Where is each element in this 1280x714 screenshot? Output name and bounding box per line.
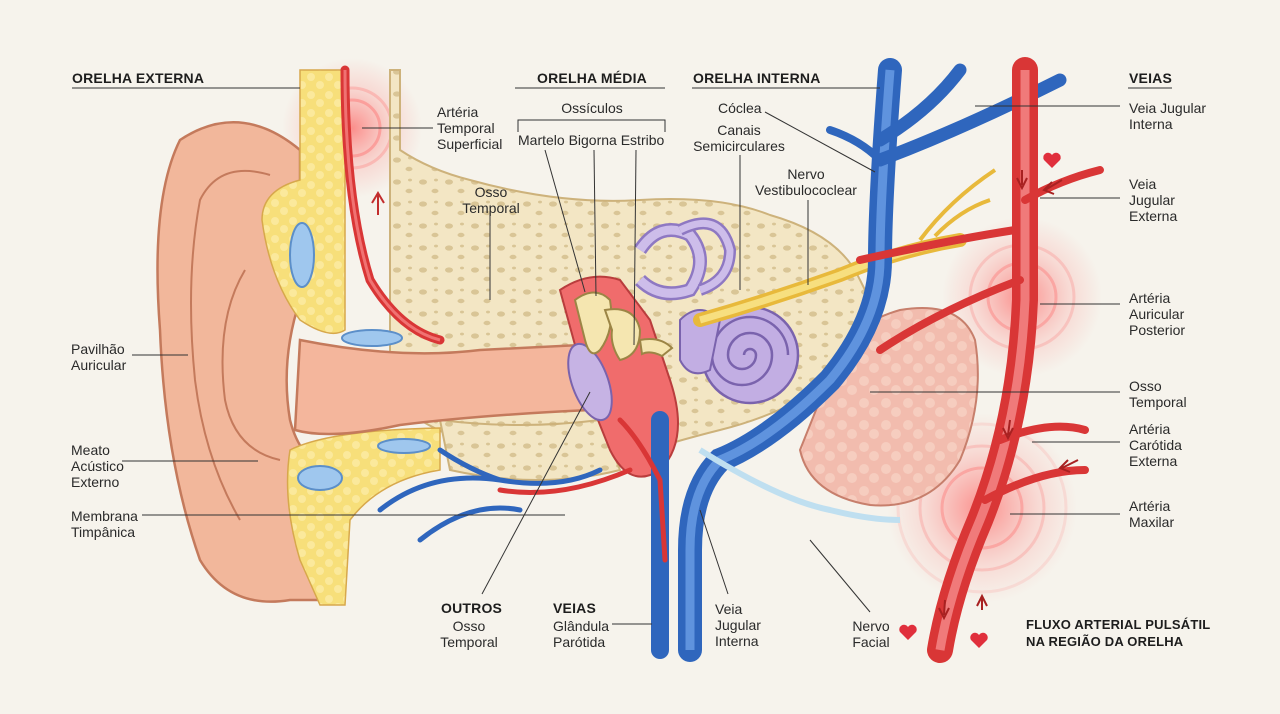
- sup-temporal-artery-highlight: [343, 69, 441, 342]
- label-facial-nerve: Nervo Facial: [852, 618, 890, 650]
- header-inner-ear: ORELHA INTERNA: [693, 70, 821, 86]
- header-others: OUTROS: [441, 600, 503, 616]
- subcutaneous-fat-lower: [286, 427, 441, 606]
- subcutaneous-fat-upper: [261, 69, 346, 335]
- pinna-inner-fold: [190, 169, 271, 521]
- nerve-branches: [918, 168, 997, 242]
- ear-canal: [293, 338, 592, 436]
- concha: [221, 269, 281, 461]
- header-middle-ear: ORELHA MÉDIA: [537, 70, 647, 86]
- tympanic-membrane: [567, 342, 613, 422]
- label-ij-vein-bottom: Veia Jugular Interna: [715, 601, 761, 649]
- flow-arrow-5: [1058, 459, 1079, 473]
- flow-arrow-2: [1002, 419, 1014, 441]
- cartilage-lower-2: [377, 438, 431, 454]
- label-parotid: Glândula Parótida: [553, 618, 610, 650]
- canal-artery: [497, 467, 633, 495]
- heart-icon: [970, 632, 988, 648]
- label-semicircular: Canais Semicirculares: [693, 122, 785, 154]
- stapes: [638, 338, 674, 358]
- label-maxillary: Artéria Maxilar: [1129, 498, 1175, 530]
- inner-ear: [634, 217, 800, 405]
- heart-icon: [899, 624, 917, 640]
- label-sup-temporal-artery: Artéria Temporal Superficial: [437, 104, 503, 152]
- flow-arrow-1: [1016, 170, 1028, 191]
- vein-tributary-left: [826, 126, 884, 164]
- facial-nerve-vessel: [698, 447, 901, 523]
- header-veins-bottom: VEIAS: [553, 600, 597, 616]
- label-ext-jugular: Veia Jugular Externa: [1129, 176, 1178, 224]
- label-eardrum: Membrana Timpânica: [71, 508, 138, 540]
- middle-ear-artery: [617, 417, 668, 563]
- label-ear-canal: Meato Acústico Externo: [71, 442, 124, 490]
- malleus: [573, 291, 613, 355]
- label-ossicle-names: Martelo Bigorna Estribo: [518, 132, 665, 148]
- caption-pulsatile-flow: FLUXO ARTERIAL PULSÁTIL NA REGIÃO DA ORE…: [1026, 617, 1211, 649]
- carotid-branches: [856, 226, 1089, 504]
- heart-icon: [1043, 152, 1061, 168]
- label-temporal-bone-top: Osso Temporal: [462, 184, 520, 216]
- venous-plexus: [377, 447, 603, 543]
- ijv-highlight: [685, 69, 895, 650]
- cartilage-upper: [289, 222, 315, 288]
- label-post-auricular: Artéria Auricular Posterior: [1129, 290, 1186, 338]
- flow-arrow-3: [938, 599, 950, 621]
- cartilage-mid: [341, 329, 403, 347]
- header-veins: VEIAS: [1129, 70, 1173, 86]
- flow-arrow-6: [976, 593, 988, 610]
- label-ext-carotid: Artéria Carótida Externa: [1129, 421, 1182, 469]
- ossicles-bracket: [517, 119, 666, 132]
- incus: [603, 308, 642, 362]
- label-pinna: Pavilhão Auricular: [71, 341, 127, 373]
- label-cochlea: Cóclea: [718, 100, 762, 116]
- label-ossicles: Ossículos: [561, 100, 623, 116]
- cartilage-lower: [297, 465, 343, 491]
- flow-arrow-4: [1042, 179, 1063, 195]
- label-temporal-bone-bottom: Osso Temporal: [440, 618, 498, 650]
- header-external-ear: ORELHA EXTERNA: [72, 70, 205, 86]
- leader-lines: [122, 105, 1120, 625]
- flow-arrow-up: [371, 191, 385, 215]
- label-ij-vein-right: Veia Jugular Interna: [1129, 100, 1207, 132]
- label-temporal-bone-right: Osso Temporal: [1129, 378, 1187, 410]
- label-vestibulocochlear: Nervo Vestibulococlear: [755, 166, 857, 198]
- carotid-branch-upper: [1021, 166, 1104, 204]
